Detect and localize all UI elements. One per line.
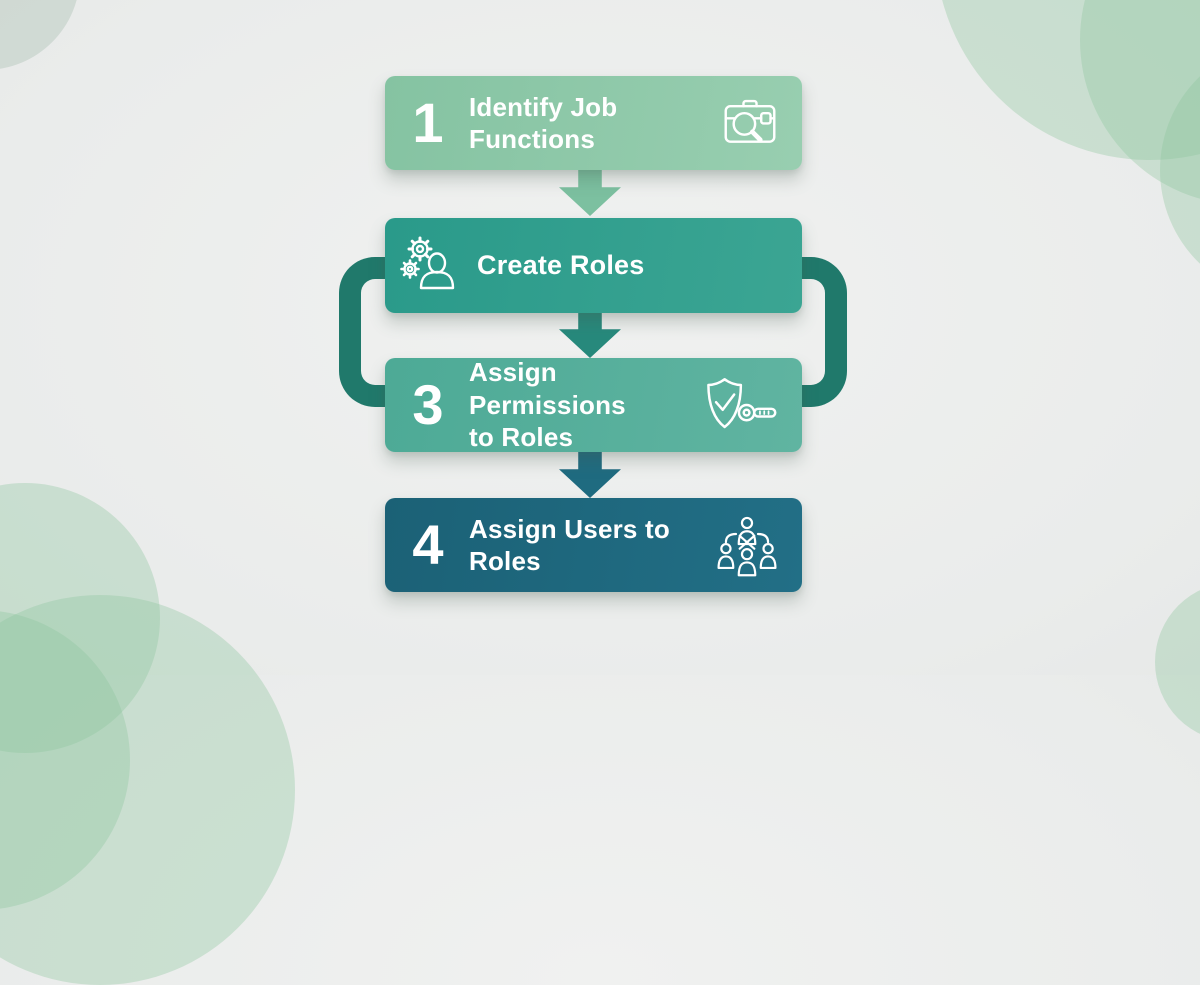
- step-number: 3: [412, 373, 444, 436]
- step-box-assign-users: 4 Assign Users to Roles: [385, 498, 802, 592]
- step-box-create-roles: Create Roles: [385, 218, 802, 313]
- loop-connector-right: [801, 257, 847, 407]
- corner-blob-top-left: [0, 0, 80, 70]
- corner-blob-bottom-right: [1155, 582, 1200, 742]
- loop-connector-left: [339, 257, 385, 407]
- step-label: Assign Permissions to Roles: [469, 357, 626, 453]
- step-box-identify-job-functions: 1 Identify Job Functions: [385, 76, 802, 170]
- briefcase-search-icon: [720, 95, 780, 151]
- step-box-assign-permissions: 3 Assign Permissions to Roles: [385, 357, 802, 453]
- step-label: Identify Job Functions: [469, 91, 618, 155]
- shield-check-key-icon: [696, 375, 780, 435]
- users-hierarchy-icon: [714, 512, 780, 578]
- step-number: 4: [412, 513, 444, 576]
- step-label: Create Roles: [477, 249, 645, 280]
- gears-person-icon: [399, 234, 463, 298]
- step-label: Assign Users to Roles: [469, 513, 670, 577]
- down-arrow-icon-1: [559, 168, 621, 216]
- down-arrow-icon-3: [559, 450, 621, 498]
- down-arrow-icon-2: [559, 310, 621, 358]
- step-number: 1: [412, 91, 444, 154]
